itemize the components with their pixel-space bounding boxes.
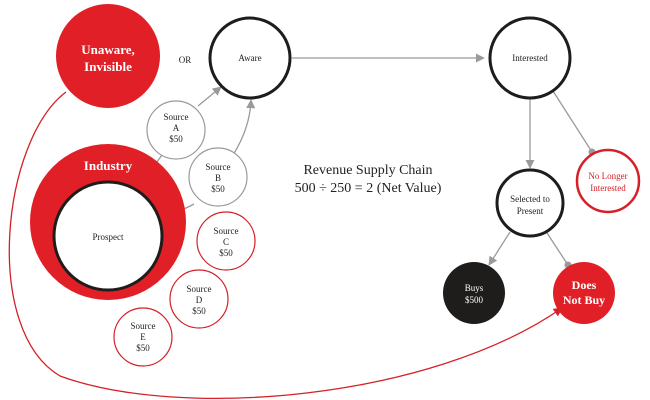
arrow-source-b-to-aware <box>232 99 256 156</box>
prospect-label: Prospect <box>93 232 124 242</box>
node-source-c: Source C $50 <box>196 211 256 271</box>
source-a-name: Source <box>164 112 189 122</box>
node-source-a: Source A $50 <box>146 100 206 160</box>
source-a-cost: $50 <box>169 134 183 144</box>
node-interested: Interested <box>488 16 572 100</box>
arrow-selected-to-buys <box>488 231 511 266</box>
buys-line2: $500 <box>465 295 484 305</box>
selected-line1: Selected to <box>510 194 550 204</box>
source-e-cost: $50 <box>136 343 150 353</box>
source-c-letter: C <box>223 237 229 247</box>
source-c-name: Source <box>214 226 239 236</box>
unaware-line1: Unaware, <box>81 42 135 57</box>
line-interested-to-no-longer <box>552 90 593 153</box>
node-source-b: Source B $50 <box>188 147 248 207</box>
source-b-cost: $50 <box>211 184 225 194</box>
node-aware: Aware <box>208 16 292 100</box>
source-b-name: Source <box>206 162 231 172</box>
center-title: Revenue Supply Chain <box>303 163 432 178</box>
node-prospect: Prospect <box>52 180 164 292</box>
source-d-cost: $50 <box>192 306 206 316</box>
line-selected-to-does-not-buy <box>546 232 569 266</box>
source-a-letter: A <box>173 123 180 133</box>
node-selected: Selected to Present <box>495 168 565 238</box>
or-label: OR <box>179 55 192 65</box>
interested-label: Interested <box>512 53 548 63</box>
industry-label: Industry <box>84 158 133 173</box>
node-source-e: Source E $50 <box>113 307 173 367</box>
source-e-letter: E <box>140 332 146 342</box>
source-d-name: Source <box>187 284 212 294</box>
arrow-source-a-to-aware <box>197 86 222 107</box>
no-longer-line1: No Longer <box>588 171 627 181</box>
no-longer-line2: Interested <box>590 183 626 193</box>
center-formula: 500 ÷ 250 = 2 (Net Value) <box>295 181 442 196</box>
connectors <box>8 53 596 400</box>
source-b-letter: B <box>215 173 221 183</box>
does-not-buy-line2: Not Buy <box>563 293 605 307</box>
node-no-longer-interested: No Longer Interested <box>575 148 641 214</box>
buys-line1: Buys <box>465 283 484 293</box>
selected-line2: Present <box>517 206 544 216</box>
node-source-d: Source D $50 <box>169 269 229 329</box>
source-e-name: Source <box>131 321 156 331</box>
arrow-unaware-to-does-not-buy <box>8 91 563 400</box>
node-unaware: Unaware, Invisible <box>56 4 160 108</box>
aware-label: Aware <box>238 53 261 63</box>
node-buys: Buys $500 <box>443 262 505 324</box>
unaware-line2: Invisible <box>84 59 132 74</box>
source-c-cost: $50 <box>219 248 233 258</box>
node-does-not-buy: Does Not Buy <box>553 262 615 324</box>
source-d-letter: D <box>196 295 203 305</box>
does-not-buy-line1: Does <box>572 278 597 292</box>
